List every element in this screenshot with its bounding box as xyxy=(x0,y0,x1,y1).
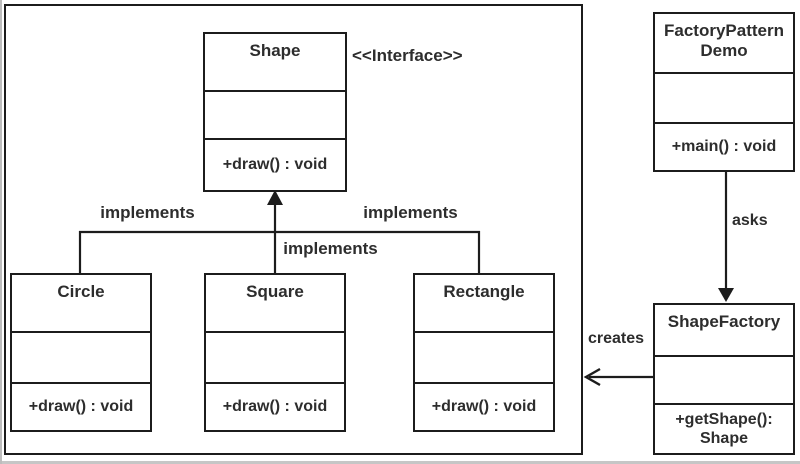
class-square-method: +draw() : void xyxy=(206,382,344,430)
class-square-attributes xyxy=(206,331,344,382)
class-factory-pattern-demo-method: +main() : void xyxy=(655,122,793,170)
class-factory-pattern-demo-name: FactoryPattern Demo xyxy=(664,21,784,61)
class-shape-factory-method: +getShape(): Shape xyxy=(655,403,793,453)
class-rectangle: Rectangle +draw() : void xyxy=(413,273,555,432)
image-bottom-edge xyxy=(0,461,800,464)
class-rectangle-name: Rectangle xyxy=(443,282,525,301)
class-square: Square +draw() : void xyxy=(204,273,346,432)
asks-label: asks xyxy=(732,212,768,229)
class-square-name: Square xyxy=(246,282,304,301)
class-shape-factory-name: ShapeFactory xyxy=(667,312,781,331)
class-shape-method: +draw() : void xyxy=(205,138,345,190)
image-left-edge xyxy=(0,0,2,464)
implements-label-right: implements xyxy=(363,203,458,222)
implements-label-middle: implements xyxy=(283,239,378,258)
implements-label-left: implements xyxy=(100,203,195,222)
class-circle: Circle +draw() : void xyxy=(10,273,152,432)
class-circle-method: +draw() : void xyxy=(12,382,150,430)
creates-label: creates xyxy=(588,330,645,347)
class-shape-attributes xyxy=(205,90,345,138)
interface-stereotype-label: <<Interface>> xyxy=(352,46,463,65)
system-boundary-box xyxy=(4,4,583,455)
creates-arrowhead-icon xyxy=(583,367,601,387)
class-factory-pattern-demo-attributes xyxy=(655,72,793,122)
class-circle-attributes xyxy=(12,331,150,382)
asks-arrowhead-icon xyxy=(718,288,734,302)
class-shape: Shape +draw() : void xyxy=(203,32,347,192)
class-factory-pattern-demo: FactoryPattern Demo +main() : void xyxy=(653,12,795,172)
class-rectangle-attributes xyxy=(415,331,553,382)
class-shape-factory: ShapeFactory +getShape(): Shape xyxy=(653,303,795,455)
class-rectangle-method: +draw() : void xyxy=(415,382,553,430)
class-circle-name: Circle xyxy=(57,282,105,301)
class-shape-factory-attributes xyxy=(655,355,793,403)
class-shape-name: Shape xyxy=(249,41,301,60)
